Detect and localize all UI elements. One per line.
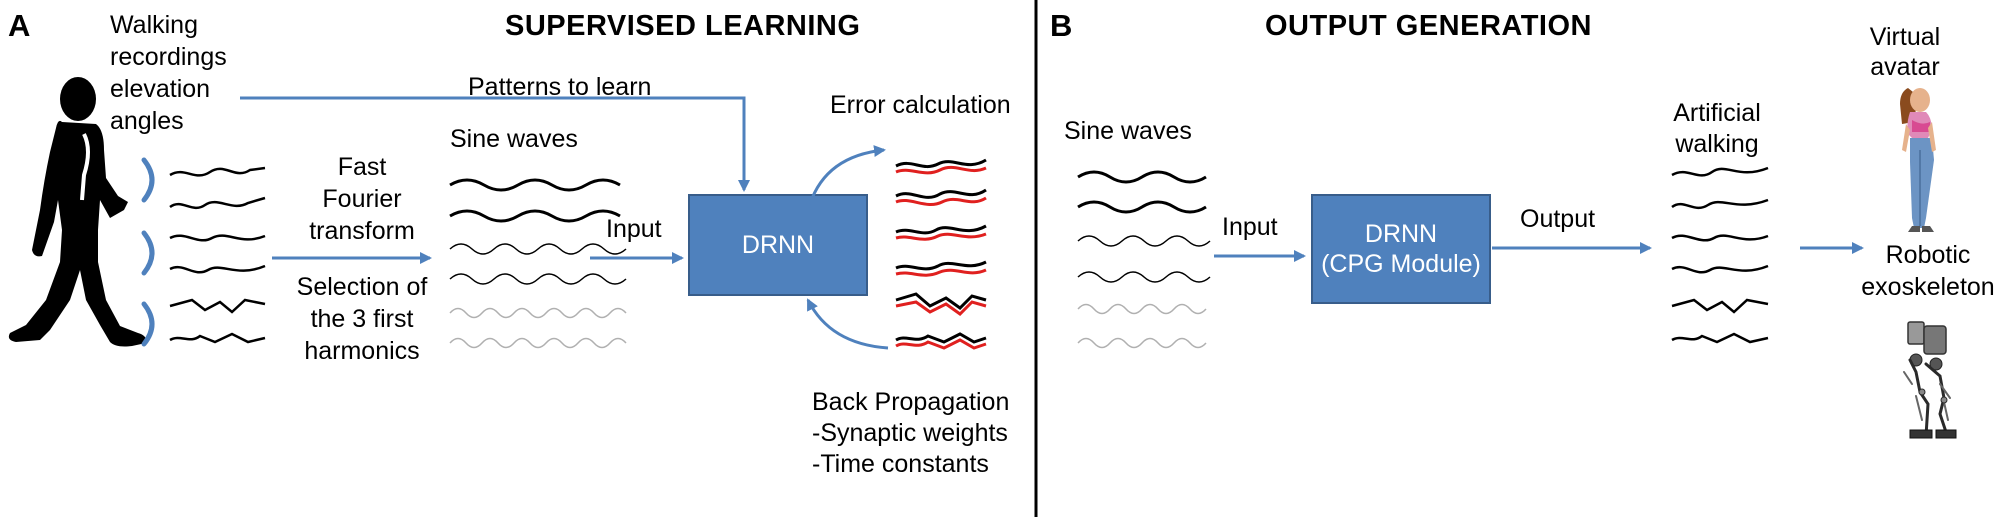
arrows-b — [1214, 242, 1864, 262]
patterns-to-learn-label: Patterns to learn — [468, 73, 652, 101]
fft-label-3: transform — [309, 217, 415, 245]
selection-label-3: harmonics — [304, 337, 420, 365]
drnn-cpg-box: DRNN (CPG Module) — [1311, 194, 1491, 304]
error-arrow — [808, 145, 886, 205]
recording-traces — [169, 166, 266, 344]
avatar-label-1: Virtual — [1869, 23, 1941, 51]
drnn-label-b-2: (CPG Module) — [1321, 250, 1481, 278]
panel-a-title: SUPERVISED LEARNING — [505, 10, 861, 42]
panel-b-title: OUTPUT GENERATION — [1265, 10, 1592, 42]
patterns-arrow — [240, 96, 750, 192]
backprop-arrow — [806, 298, 889, 350]
robot-label-1: Robotic — [1885, 241, 1971, 269]
recordings-label-3: elevation — [110, 75, 211, 103]
walking-person-silhouette — [8, 77, 147, 347]
drnn-label-b-1: DRNN — [1364, 220, 1438, 248]
panel-b-letter: B — [1050, 8, 1073, 43]
sine-waves-a — [449, 178, 627, 349]
selection-label-1: Selection of — [296, 273, 428, 301]
input-label-a: Input — [606, 215, 662, 243]
panel-a-letter: A — [8, 8, 31, 43]
backprop-label-2: -Synaptic weights — [812, 419, 1008, 447]
exoskeleton-robot — [1903, 321, 1957, 439]
recordings-label-4: angles — [110, 107, 184, 135]
error-calculation-label: Error calculation — [830, 91, 1011, 119]
selection-label-2: the 3 first — [310, 305, 414, 333]
sine-waves-label-a: Sine waves — [450, 125, 578, 153]
avatar-label-2: avatar — [1870, 53, 1940, 81]
error-traces — [895, 158, 987, 350]
artificial-walking-traces — [1671, 166, 1769, 344]
recordings-label-1: Walking — [110, 11, 198, 39]
avatar-figure — [1900, 88, 1936, 232]
backprop-label-3: -Time constants — [812, 450, 989, 478]
drnn-box-a: DRNN — [688, 194, 868, 296]
arrows-a — [240, 96, 889, 350]
output-label: Output — [1520, 205, 1596, 233]
sine-waves-label-b: Sine waves — [1064, 117, 1192, 145]
joint-brackets — [141, 157, 155, 347]
silhouette-highlight — [80, 133, 90, 201]
artificial-walking-label-2: walking — [1675, 130, 1759, 158]
drnn-label-a: DRNN — [741, 231, 815, 259]
artificial-walking-label-1: Artificial — [1673, 99, 1761, 127]
recordings-label-2: recordings — [110, 43, 227, 71]
fft-label-2: Fourier — [322, 185, 402, 213]
fft-label-1: Fast — [337, 153, 387, 181]
robot-label-2: exoskeleton — [1861, 273, 1995, 301]
input-label-b: Input — [1222, 213, 1278, 241]
backprop-label-1: Back Propagation — [812, 388, 1010, 416]
sine-waves-b — [1077, 170, 1211, 349]
